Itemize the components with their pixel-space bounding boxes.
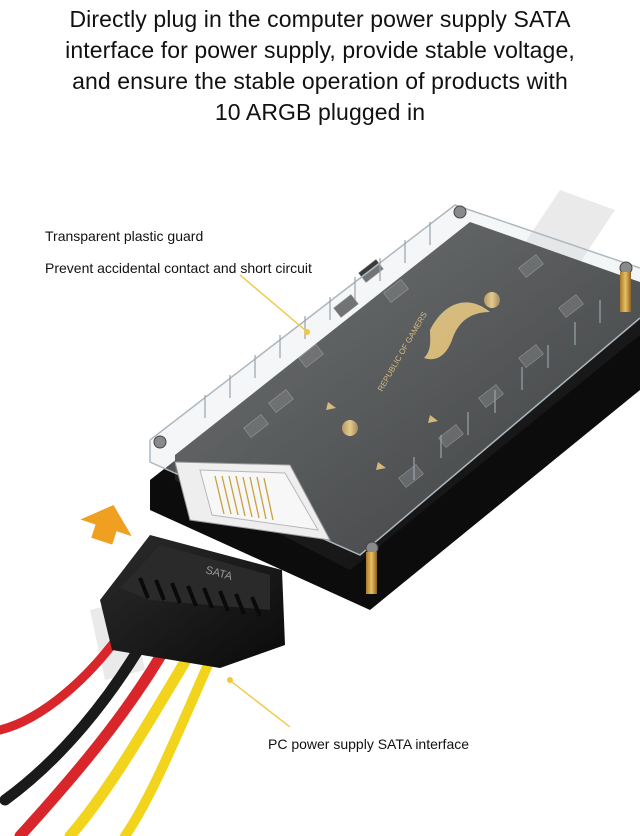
headline-line-2: interface for power supply, provide stab… <box>65 37 575 63</box>
sata-plug-slots <box>138 577 262 617</box>
callout-leaders <box>227 274 310 728</box>
sata-socket <box>174 461 331 541</box>
header-pins <box>204 222 601 480</box>
sata-socket-pins <box>214 475 274 521</box>
callout-guard-description: Prevent accidental contact and short cir… <box>45 260 312 276</box>
sata-leader-line <box>231 681 291 728</box>
headline-line-1: Directly plug in the computer power supp… <box>69 6 571 32</box>
callout-guard-title: Transparent plastic guard <box>45 228 204 244</box>
standoff <box>366 552 377 594</box>
standoff <box>620 272 631 312</box>
headline-line-3: and ensure the stable operation of produ… <box>72 68 568 94</box>
sata-leader-dot <box>227 677 233 683</box>
callout-sata-interface: PC power supply SATA interface <box>268 736 470 752</box>
guard-leader-dot <box>304 329 310 335</box>
corner-screws <box>153 205 633 555</box>
sata-plug: SATA <box>100 535 285 668</box>
insert-arrow-icon <box>80 505 132 545</box>
power-wires <box>0 615 215 836</box>
headline: Directly plug in the computer power supp… <box>0 4 640 128</box>
headline-line-4: 10 ARGB plugged in <box>214 99 426 125</box>
guard-leader-line <box>239 274 306 331</box>
